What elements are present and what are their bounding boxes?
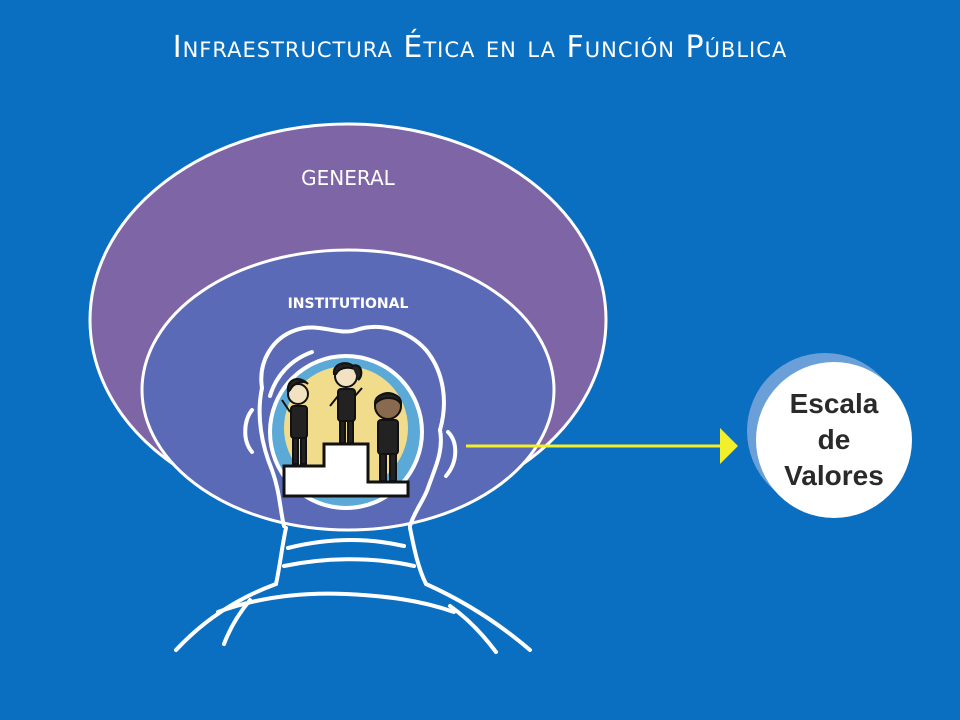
institutional-label: INSTITUTIONAL xyxy=(287,296,409,312)
values-scale-text: Escala de Valores xyxy=(784,386,884,494)
values-line-2: de xyxy=(817,424,851,455)
figure-third-place xyxy=(373,392,403,482)
values-line-3: Valores xyxy=(784,460,884,491)
figure-first-place xyxy=(329,362,363,444)
values-line-1: Escala xyxy=(789,388,879,419)
arrow-to-values xyxy=(466,428,738,464)
general-label: GENERAL xyxy=(301,166,395,190)
values-scale-circle: Escala de Valores xyxy=(756,362,912,518)
podium xyxy=(282,442,410,498)
slide-title: Infraestructura Ética en la Función Públ… xyxy=(172,30,788,65)
figure-second-place xyxy=(281,377,309,465)
head-silhouette xyxy=(174,325,532,654)
